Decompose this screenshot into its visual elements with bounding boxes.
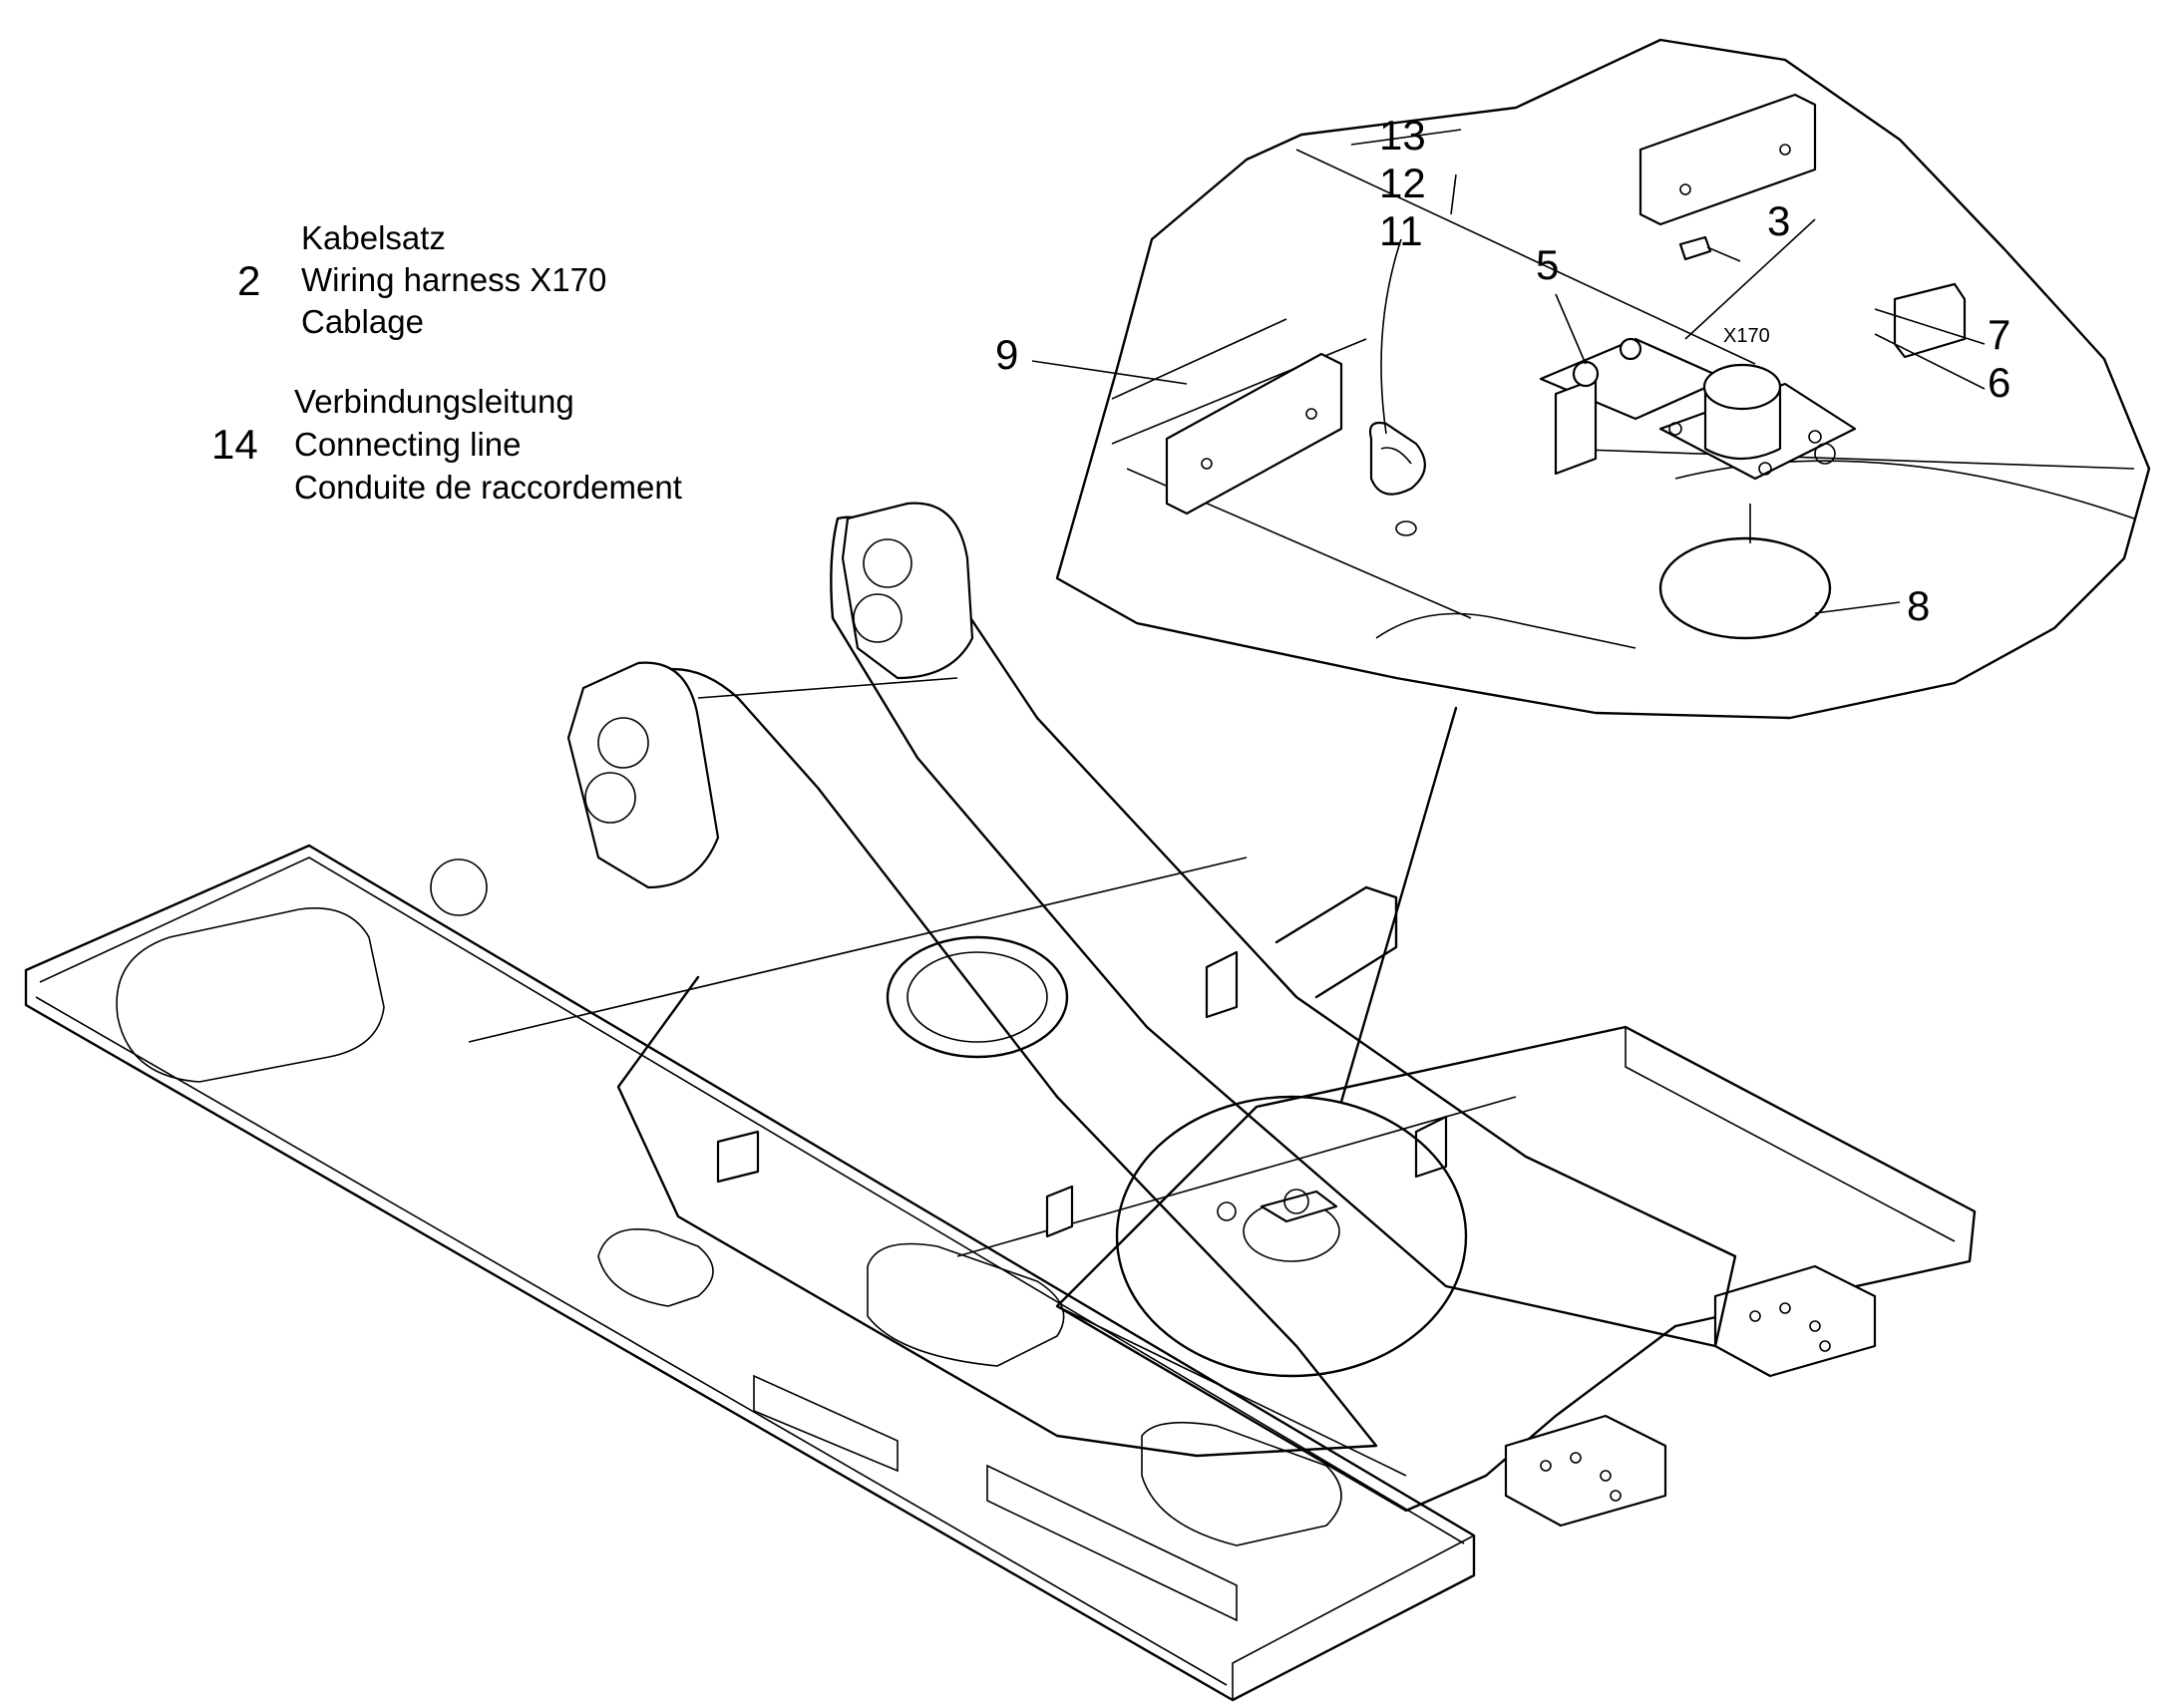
detail-view <box>1031 38 2151 720</box>
legend-label-en: Wiring harness X170 <box>301 261 607 298</box>
legend-label-fr: Cablage <box>301 303 424 340</box>
callout-5: 5 <box>1536 241 1559 288</box>
callout-9: 9 <box>995 331 1018 378</box>
callout-numbers: 13 12 11 3 5 9 7 6 8 X170 <box>995 112 2010 629</box>
callout-6: 6 <box>1988 359 2010 406</box>
legend-label-de: Verbindungsleitung <box>294 383 574 420</box>
callout-11: 11 <box>1379 207 1423 254</box>
legend-number: 14 <box>211 421 258 468</box>
connector-label-x170: X170 <box>1723 325 1770 347</box>
detail-reference-circle <box>1115 706 1468 1378</box>
callout-leaders <box>1031 129 1986 614</box>
callout-8: 8 <box>1907 582 1930 629</box>
callout-7: 7 <box>1988 311 2010 358</box>
callout-13: 13 <box>1379 112 1426 159</box>
callout-3: 3 <box>1767 197 1790 244</box>
legend-label-en: Connecting line <box>294 426 522 463</box>
callout-12: 12 <box>1379 160 1426 206</box>
boom-structure <box>430 502 1737 1458</box>
undercarriage-frame <box>24 844 1977 1702</box>
legend-label-de: Kabelsatz <box>301 219 446 256</box>
legend-label-fr: Conduite de raccordement <box>294 469 682 506</box>
legend-number: 2 <box>237 257 261 304</box>
